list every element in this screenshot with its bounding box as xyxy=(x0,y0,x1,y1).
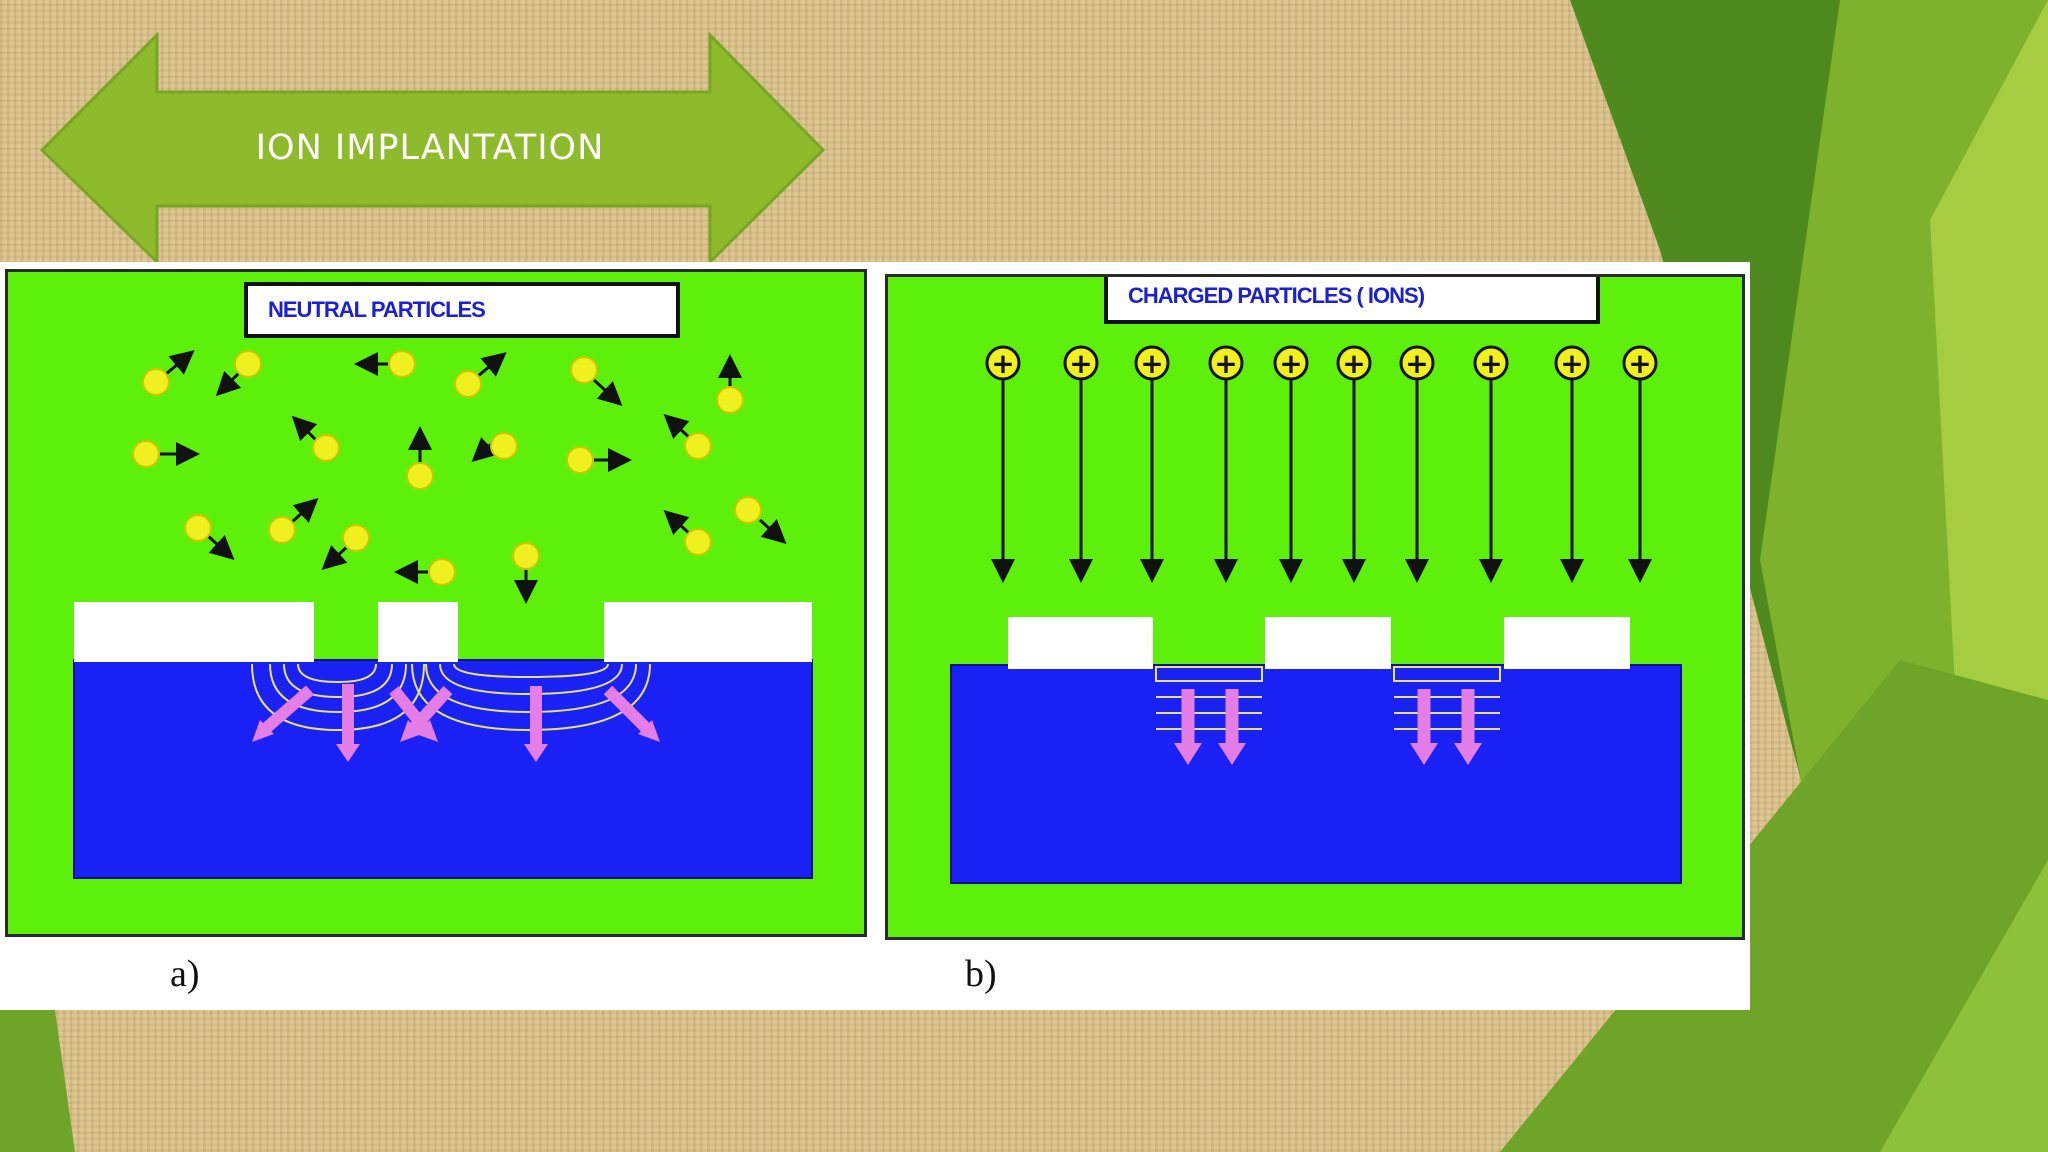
ion-charge-symbol: + xyxy=(1279,347,1302,380)
neutral-particles xyxy=(132,350,787,604)
ion-charge-symbol: + xyxy=(1342,347,1365,380)
neutral-particle xyxy=(684,528,712,556)
neutral-particle xyxy=(490,432,518,460)
neutral-particle xyxy=(234,350,262,378)
ion xyxy=(1208,345,1244,381)
neutral-particle xyxy=(184,514,212,542)
implant-arrow xyxy=(407,685,453,735)
ion-charge-symbol: + xyxy=(1628,347,1651,380)
implant-arrow xyxy=(260,685,314,735)
ion xyxy=(1554,345,1590,381)
ion xyxy=(1063,345,1099,381)
mask-block xyxy=(378,602,458,662)
ion-charge-symbol: + xyxy=(1140,347,1163,380)
neutral-particle xyxy=(388,350,416,378)
decor-shape-bottom-light xyxy=(1880,860,2048,1152)
ion-charge-symbol: + xyxy=(1405,347,1428,380)
doped-region-b xyxy=(1155,666,1501,730)
decor-shape-left xyxy=(0,1010,75,1152)
neutral-particle xyxy=(342,524,370,552)
neutral-particle xyxy=(716,386,744,414)
decor-shape-bottom xyxy=(1500,660,2048,1152)
diffusion-contours xyxy=(251,663,651,732)
slide-title: ION IMPLANTATION xyxy=(255,128,605,168)
ion xyxy=(1473,345,1509,381)
ion xyxy=(1622,345,1658,381)
neutral-particle xyxy=(428,558,456,586)
panel-charged-particles: + + + + + + + + + + CHARGED PARTICLES ( IONS) xyxy=(885,274,1745,940)
panel-a-title: NEUTRAL PARTICLES xyxy=(244,282,680,338)
caption-b: b) xyxy=(965,953,997,995)
ion-charge-symbol: + xyxy=(991,347,1014,380)
neutral-particle xyxy=(684,432,712,460)
ion-charge-symbol: + xyxy=(1214,347,1237,380)
panel-a-diagram xyxy=(73,350,813,879)
implant-arrowheads-a xyxy=(252,720,660,762)
neutral-particle xyxy=(142,368,170,396)
neutral-particle xyxy=(406,462,434,490)
neutral-particle xyxy=(454,370,482,398)
implant-arrow xyxy=(603,685,653,735)
ion-charge-symbol: + xyxy=(1479,347,1502,380)
panel-b-title: CHARGED PARTICLES ( IONS) xyxy=(1104,277,1600,324)
neutral-particle xyxy=(734,496,762,524)
panel-neutral-particles: NEUTRAL PARTICLES xyxy=(5,269,867,937)
mask-block xyxy=(1504,617,1630,669)
title-banner-arrow xyxy=(39,31,826,266)
mask-block xyxy=(1265,617,1391,669)
substrate-b xyxy=(950,664,1682,884)
ion-beam: + + + + + + + + + + xyxy=(985,345,1658,583)
ion xyxy=(1399,345,1435,381)
ion xyxy=(1134,345,1170,381)
double-arrow-shape xyxy=(39,31,826,266)
ion-charge-symbol: + xyxy=(1069,347,1092,380)
neutral-particle xyxy=(132,440,160,468)
ion xyxy=(985,345,1021,381)
mask-block xyxy=(604,602,812,662)
neutral-particle xyxy=(268,516,296,544)
ion-implantation-figure: NEUTRAL PARTICLES xyxy=(0,262,1750,1010)
caption-a: a) xyxy=(170,953,200,995)
implant-arrowheads-b xyxy=(1174,743,1482,765)
mask-block xyxy=(74,602,314,662)
neutral-particle xyxy=(312,434,340,462)
ion-charge-symbol: + xyxy=(1560,347,1583,380)
neutral-particle xyxy=(566,446,594,474)
ion xyxy=(1273,345,1309,381)
ion xyxy=(1336,345,1372,381)
panel-b-diagram: + + + + + + + + + + xyxy=(950,345,1682,884)
implant-arrows-b xyxy=(1181,689,1475,747)
neutral-particle xyxy=(512,542,540,570)
neutral-particle xyxy=(570,356,598,384)
mask-block xyxy=(1008,617,1153,669)
implant-arrows-a xyxy=(260,684,653,748)
